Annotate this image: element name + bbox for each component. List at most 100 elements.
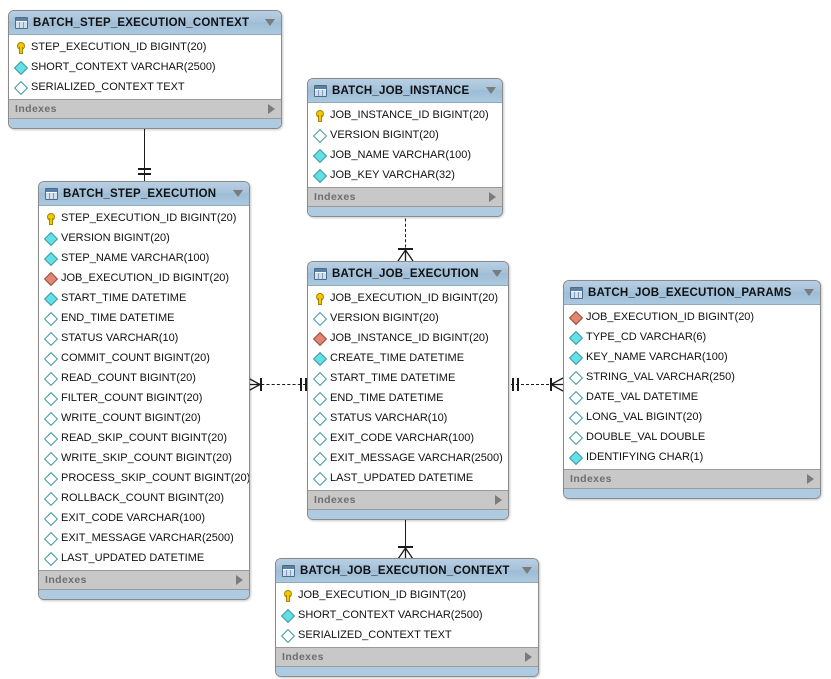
entity-column-row[interactable]: EXIT_CODE VARCHAR(100) xyxy=(39,508,249,528)
entity-header[interactable]: BATCH_STEP_EXECUTION xyxy=(39,182,249,206)
entity-column-row[interactable]: EXIT_CODE VARCHAR(100) xyxy=(308,428,508,448)
entity-header[interactable]: BATCH_JOB_INSTANCE xyxy=(308,79,502,103)
entity-column-row[interactable]: STRING_VAL VARCHAR(250) xyxy=(564,367,820,387)
entity-column-row[interactable]: STEP_NAME VARCHAR(100) xyxy=(39,248,249,268)
entity-indexes-bar[interactable]: Indexes xyxy=(308,490,508,509)
entity-header[interactable]: BATCH_STEP_EXECUTION_CONTEXT xyxy=(9,11,281,35)
chevron-right-icon[interactable] xyxy=(807,474,814,484)
entity-column-row[interactable]: KEY_NAME VARCHAR(100) xyxy=(564,347,820,367)
entity-footer xyxy=(564,488,820,498)
chevron-right-icon[interactable] xyxy=(525,652,532,662)
nullable-column-icon xyxy=(45,452,56,465)
entity-column-row[interactable]: STEP_EXECUTION_ID BIGINT(20) xyxy=(9,37,281,57)
entity-column-row[interactable]: COMMIT_COUNT BIGINT(20) xyxy=(39,348,249,368)
entity-column-label: SHORT_CONTEXT VARCHAR(2500) xyxy=(31,61,216,73)
entity-column-row[interactable]: JOB_EXECUTION_ID BIGINT(20) xyxy=(39,268,249,288)
entity-column-row[interactable]: EXIT_MESSAGE VARCHAR(2500) xyxy=(308,448,508,468)
entity-column-row[interactable]: LONG_VAL BIGINT(20) xyxy=(564,407,820,427)
entity-column-row[interactable]: TYPE_CD VARCHAR(6) xyxy=(564,327,820,347)
entity-header[interactable]: BATCH_JOB_EXECUTION xyxy=(308,262,508,286)
chevron-down-icon[interactable] xyxy=(233,190,243,197)
entity-column-row[interactable]: CREATE_TIME DATETIME xyxy=(308,348,508,368)
entity-column-row[interactable]: END_TIME DATETIME xyxy=(308,388,508,408)
not-null-column-icon xyxy=(15,61,26,74)
entity-column-row[interactable]: SERIALIZED_CONTEXT TEXT xyxy=(9,77,281,97)
entity-column-row[interactable]: VERSION BIGINT(20) xyxy=(308,125,502,145)
entity-column-row[interactable]: LAST_UPDATED DATETIME xyxy=(308,468,508,488)
entity-indexes-bar[interactable]: Indexes xyxy=(308,187,502,206)
entity-column-row[interactable]: READ_COUNT BIGINT(20) xyxy=(39,368,249,388)
entity-indexes-bar[interactable]: Indexes xyxy=(9,99,281,118)
entity-column-row[interactable]: JOB_EXECUTION_ID BIGINT(20) xyxy=(564,307,820,327)
entity-column-row[interactable]: VERSION BIGINT(20) xyxy=(39,228,249,248)
entity-column-label: DOUBLE_VAL DOUBLE xyxy=(586,431,706,443)
entity-indexes-bar[interactable]: Indexes xyxy=(276,647,538,666)
entity-column-label: READ_SKIP_COUNT BIGINT(20) xyxy=(61,432,228,444)
not-null-column-icon xyxy=(45,232,56,245)
entity-column-label: TYPE_CD VARCHAR(6) xyxy=(586,331,707,343)
entity-table-batch-job-execution-params[interactable]: BATCH_JOB_EXECUTION_PARAMS JOB_EXECUTION_… xyxy=(563,280,821,499)
nullable-column-icon xyxy=(45,512,56,525)
entity-column-row[interactable]: PROCESS_SKIP_COUNT BIGINT(20) xyxy=(39,468,249,488)
entity-column-row[interactable]: END_TIME DATETIME xyxy=(39,308,249,328)
entity-column-row[interactable]: STEP_EXECUTION_ID BIGINT(20) xyxy=(39,208,249,228)
chevron-down-icon[interactable] xyxy=(804,289,814,296)
chevron-down-icon[interactable] xyxy=(265,19,275,26)
entity-header[interactable]: BATCH_JOB_EXECUTION_CONTEXT xyxy=(276,559,538,583)
primary-key-icon xyxy=(314,109,325,122)
entity-column-row[interactable]: WRITE_SKIP_COUNT BIGINT(20) xyxy=(39,448,249,468)
entity-header[interactable]: BATCH_JOB_EXECUTION_PARAMS xyxy=(564,281,820,305)
entity-column-row[interactable]: ROLLBACK_COUNT BIGINT(20) xyxy=(39,488,249,508)
entity-column-row[interactable]: JOB_INSTANCE_ID BIGINT(20) xyxy=(308,328,508,348)
chevron-down-icon[interactable] xyxy=(492,270,502,277)
nullable-column-icon xyxy=(314,129,325,142)
chevron-right-icon[interactable] xyxy=(268,104,275,114)
entity-column-row[interactable]: JOB_INSTANCE_ID BIGINT(20) xyxy=(308,105,502,125)
entity-column-row[interactable]: FILTER_COUNT BIGINT(20) xyxy=(39,388,249,408)
entity-column-row[interactable]: WRITE_COUNT BIGINT(20) xyxy=(39,408,249,428)
entity-column-row[interactable]: LAST_UPDATED DATETIME xyxy=(39,548,249,568)
entity-indexes-bar[interactable]: Indexes xyxy=(39,570,249,589)
entity-column-row[interactable]: EXIT_MESSAGE VARCHAR(2500) xyxy=(39,528,249,548)
entity-column-row[interactable]: STATUS VARCHAR(10) xyxy=(308,408,508,428)
entity-column-row[interactable]: SHORT_CONTEXT VARCHAR(2500) xyxy=(276,605,538,625)
entity-column-row[interactable]: JOB_KEY VARCHAR(32) xyxy=(308,165,502,185)
foreign-key-icon xyxy=(314,332,325,345)
entity-column-row[interactable]: JOB_EXECUTION_ID BIGINT(20) xyxy=(276,585,538,605)
entity-title: BATCH_JOB_EXECUTION_PARAMS xyxy=(588,286,792,299)
entity-column-row[interactable]: SERIALIZED_CONTEXT TEXT xyxy=(276,625,538,645)
entity-column-row[interactable]: DOUBLE_VAL DOUBLE xyxy=(564,427,820,447)
entity-column-row[interactable]: JOB_EXECUTION_ID BIGINT(20) xyxy=(308,288,508,308)
entity-column-row[interactable]: STATUS VARCHAR(10) xyxy=(39,328,249,348)
chevron-right-icon[interactable] xyxy=(495,495,502,505)
chevron-right-icon[interactable] xyxy=(236,575,243,585)
cardinality-tick xyxy=(398,546,413,548)
chevron-right-icon[interactable] xyxy=(489,192,496,202)
entity-column-label: COMMIT_COUNT BIGINT(20) xyxy=(61,352,210,364)
entity-footer xyxy=(308,206,502,216)
entity-column-label: JOB_INSTANCE_ID BIGINT(20) xyxy=(330,332,489,344)
entity-indexes-bar[interactable]: Indexes xyxy=(564,469,820,488)
entity-column-row[interactable]: IDENTIFYING CHAR(1) xyxy=(564,447,820,467)
entity-column-row[interactable]: VERSION BIGINT(20) xyxy=(308,308,508,328)
primary-key-icon xyxy=(15,41,26,54)
cardinality-tick xyxy=(138,168,151,170)
entity-column-row[interactable]: JOB_NAME VARCHAR(100) xyxy=(308,145,502,165)
chevron-down-icon[interactable] xyxy=(522,567,532,574)
not-null-column-icon xyxy=(314,352,325,365)
entity-column-row[interactable]: START_TIME DATETIME xyxy=(39,288,249,308)
entity-column-row[interactable]: START_TIME DATETIME xyxy=(308,368,508,388)
entity-column-label: EXIT_MESSAGE VARCHAR(2500) xyxy=(330,452,503,464)
chevron-down-icon[interactable] xyxy=(486,87,496,94)
entity-column-row[interactable]: READ_SKIP_COUNT BIGINT(20) xyxy=(39,428,249,448)
entity-column-row[interactable]: DATE_VAL DATETIME xyxy=(564,387,820,407)
entity-column-label: SERIALIZED_CONTEXT TEXT xyxy=(298,629,452,641)
entity-column-label: EXIT_MESSAGE VARCHAR(2500) xyxy=(61,532,234,544)
entity-column-row[interactable]: SHORT_CONTEXT VARCHAR(2500) xyxy=(9,57,281,77)
